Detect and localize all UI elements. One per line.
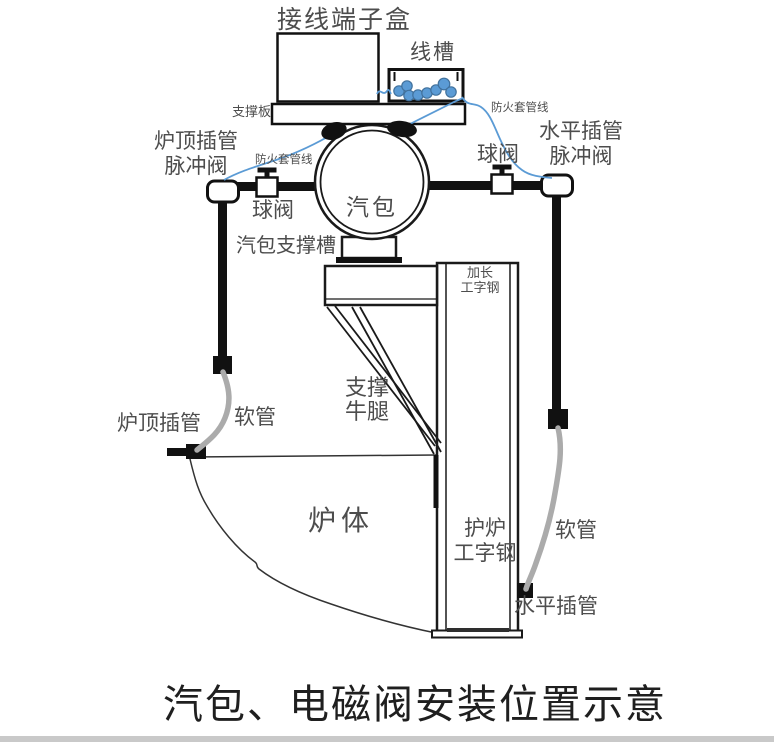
support-corbel-structure — [323, 264, 442, 455]
wire-trough-shape — [387, 68, 465, 103]
furnace-body-label: 炉体 — [308, 504, 375, 537]
coupling-right — [548, 409, 568, 429]
wire-trough-label: 线槽 — [410, 40, 456, 64]
horizontal-tube-pulse-valve-label: 水平插管 脉冲阀 — [539, 119, 623, 168]
terminal-box-shape — [276, 32, 380, 103]
wire-dot — [437, 77, 451, 91]
ball-valve-right-label: 球阀 — [477, 142, 519, 166]
wire-right-main — [461, 96, 553, 179]
wire-dots — [393, 77, 457, 102]
ibeam-column — [431, 261, 523, 639]
hose-right-label: 软管 — [555, 518, 597, 542]
diagram-title: 汽包、电磁阀安装位置示意图 — [163, 682, 667, 742]
column-edge-dark-segment — [433, 455, 439, 508]
furnace-top-line — [187, 454, 437, 458]
roof-tube-bottom-label: 炉顶插管 — [117, 411, 201, 435]
solenoid-valve-left — [321, 121, 347, 141]
extended-ibeam-label: 加长 工字钢 — [460, 266, 500, 297]
ball-valve-left-symbol — [255, 167, 279, 198]
fireproof-sleeve-right-label: 防火套管线 — [491, 100, 549, 114]
roof-tube-connector-bar — [167, 448, 189, 456]
wire-box-to-trough — [376, 89, 392, 95]
furnace-body-outline — [187, 454, 437, 634]
support-plate-shape — [270, 102, 467, 126]
pipe-right-horizontal — [428, 181, 545, 190]
hose-right-shape — [523, 425, 564, 592]
roof-tube-pulse-valve-label: 炉顶插管 脉冲阀 — [154, 129, 238, 178]
horizontal-tube-bottom-label: 水平插管 — [514, 594, 598, 618]
drum-support-channel-label: 汽包支撑槽 — [236, 233, 336, 257]
steam-drum-circle — [313, 123, 431, 241]
terminal-box-label: 接线端子盒 — [277, 5, 413, 34]
solenoid-valve-right — [387, 120, 417, 138]
furnace-left-curve — [189, 458, 437, 634]
column-base-shadow — [447, 628, 509, 632]
pipe-right-vertical — [552, 193, 561, 411]
steam-drum-label: 汽包 — [346, 195, 398, 221]
wire-dot — [401, 80, 413, 92]
hose-left-shape — [194, 369, 232, 453]
drum-top-solenoid-valves — [321, 120, 417, 141]
wire-left — [223, 131, 337, 181]
hoses — [194, 369, 564, 592]
ball-valve-left-label: 球阀 — [252, 198, 294, 222]
drum-support-channel-shape — [336, 235, 402, 263]
coupling-left — [213, 356, 232, 374]
pulse-valve-right-symbol — [540, 173, 574, 198]
ball-valve-right-symbol — [490, 164, 514, 195]
wire-dot — [445, 86, 457, 98]
pipe-left-vertical — [218, 199, 227, 358]
wire-right-branch — [405, 97, 464, 127]
support-corbel-label: 支撑 牛腿 — [344, 376, 389, 426]
fireproof-sleeve-wires — [223, 89, 553, 181]
fireproof-sleeve-left-label: 防火套管线 — [255, 152, 313, 166]
hose-left-label: 软管 — [234, 405, 276, 429]
pulse-valve-left-symbol — [206, 179, 240, 204]
furnace-guard-ibeam-label: 护炉 工字钢 — [453, 516, 517, 566]
support-plate-label: 支撑板 — [232, 105, 272, 120]
footer-bar — [0, 736, 774, 742]
